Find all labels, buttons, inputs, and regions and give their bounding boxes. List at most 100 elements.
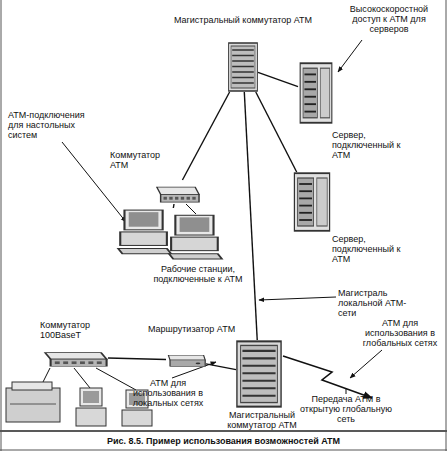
device-label: Коммутатор ATM [110, 150, 170, 170]
device-icon [38, 346, 108, 368]
switch-port [164, 197, 167, 200]
switch-port [181, 197, 184, 200]
switch-port [88, 361, 93, 364]
network-link [258, 72, 298, 86]
pc-monitor [80, 388, 102, 406]
callout-text: Высокоскоростной доступ к ATM для сервер… [336, 4, 442, 34]
server-case [294, 173, 329, 231]
switch-front [161, 194, 199, 202]
device-node: Маршрутизатор ATM [166, 352, 206, 368]
switch-slot [242, 380, 275, 382]
device-node: Магистральный коммутатор ATM [236, 340, 282, 408]
device-label: Коммутатор 100BaseT [40, 320, 110, 340]
device-label: Рабочие станции, подключенные к ATM [148, 264, 248, 284]
leader-line [338, 40, 362, 72]
switch-panel [241, 345, 278, 402]
device-node: Коммутатор ATM [152, 180, 200, 204]
switch-port [187, 197, 190, 200]
switch-slot [242, 395, 275, 397]
server-front [298, 178, 314, 226]
pc-screen [83, 391, 99, 403]
switch-slot [232, 49, 254, 51]
callout-text: Передача ATM в открытую глобальную сеть [300, 394, 392, 424]
switch-slot [232, 71, 254, 73]
device-label: Магистральный коммутатор ATM [222, 410, 302, 430]
switch-port [169, 197, 172, 200]
callout-text: ATM-подключения для настольных систем [8, 110, 90, 140]
network-link [173, 204, 175, 208]
callout-text: ATM для использования в глобальных сетях [356, 318, 444, 348]
switch-slot [242, 365, 275, 367]
printer-slot [10, 404, 56, 405]
callout-text: ATM для использования в локальных сетях [126, 378, 210, 408]
switch-front [51, 359, 107, 366]
server-side [317, 178, 327, 226]
lan-wire [74, 368, 90, 388]
printer-body [6, 388, 60, 422]
device-node: Коммутатор 100BaseT [38, 346, 108, 368]
server-bay [304, 111, 316, 113]
wan-link [283, 356, 372, 398]
pc-screen [129, 212, 159, 227]
server-side [320, 68, 329, 118]
switch-port [72, 361, 77, 364]
pc-monitor [124, 210, 162, 230]
server-bay [299, 205, 312, 207]
router-front [170, 360, 205, 367]
server-case [300, 63, 332, 123]
switch-port [55, 361, 60, 364]
device-icon [116, 208, 222, 260]
switch-slot [242, 357, 275, 359]
frame-line [1, 0, 2, 451]
device-node: Магистральный коммутатор ATM [228, 42, 258, 92]
switch-slot [232, 82, 254, 84]
pc-keyboard [169, 254, 222, 259]
switch-port [63, 361, 68, 364]
router-led [196, 362, 201, 364]
server-bay [304, 96, 316, 98]
leader-line [350, 350, 382, 378]
frame-line [0, 450, 447, 451]
switch-port [192, 197, 195, 200]
device-icon [228, 42, 258, 92]
leader-line [259, 297, 336, 300]
server-bay [304, 81, 316, 83]
lan-wire [96, 368, 136, 390]
device-label: Магистральный коммутатор ATM [158, 15, 328, 25]
switch-port [97, 361, 102, 364]
device-icon [152, 180, 200, 204]
switch-body [229, 43, 258, 91]
pc-monitor [175, 215, 213, 235]
router-top [168, 355, 205, 360]
switch-slot [242, 350, 275, 352]
server-bay [299, 212, 312, 214]
switch-slot [232, 66, 254, 68]
network-link [206, 364, 236, 370]
switch-top [157, 187, 199, 194]
pc-keyboard [118, 249, 171, 254]
frame-line [0, 430, 447, 432]
lan-wire [186, 204, 196, 214]
switch-slot [242, 372, 275, 374]
device-label: Сервер, подключенный к ATM [332, 234, 412, 264]
network-link [108, 358, 166, 360]
network-link [256, 92, 297, 172]
switch-panel [231, 46, 255, 88]
device-icon [166, 352, 206, 368]
switch-top [45, 353, 107, 360]
switch-slot [232, 55, 254, 57]
network-link [244, 92, 257, 340]
pc-case [122, 410, 152, 426]
switch-port [175, 197, 178, 200]
server-front [303, 68, 317, 118]
switch-port [80, 361, 85, 364]
server-bay [304, 88, 316, 90]
server-bay [299, 219, 312, 221]
device-node: Сервер, подключенный к ATM [298, 62, 334, 124]
network-link [182, 92, 229, 180]
device-icon [292, 172, 332, 232]
switch-slot [232, 60, 254, 62]
device-label: Маршрутизатор ATM [148, 324, 243, 334]
